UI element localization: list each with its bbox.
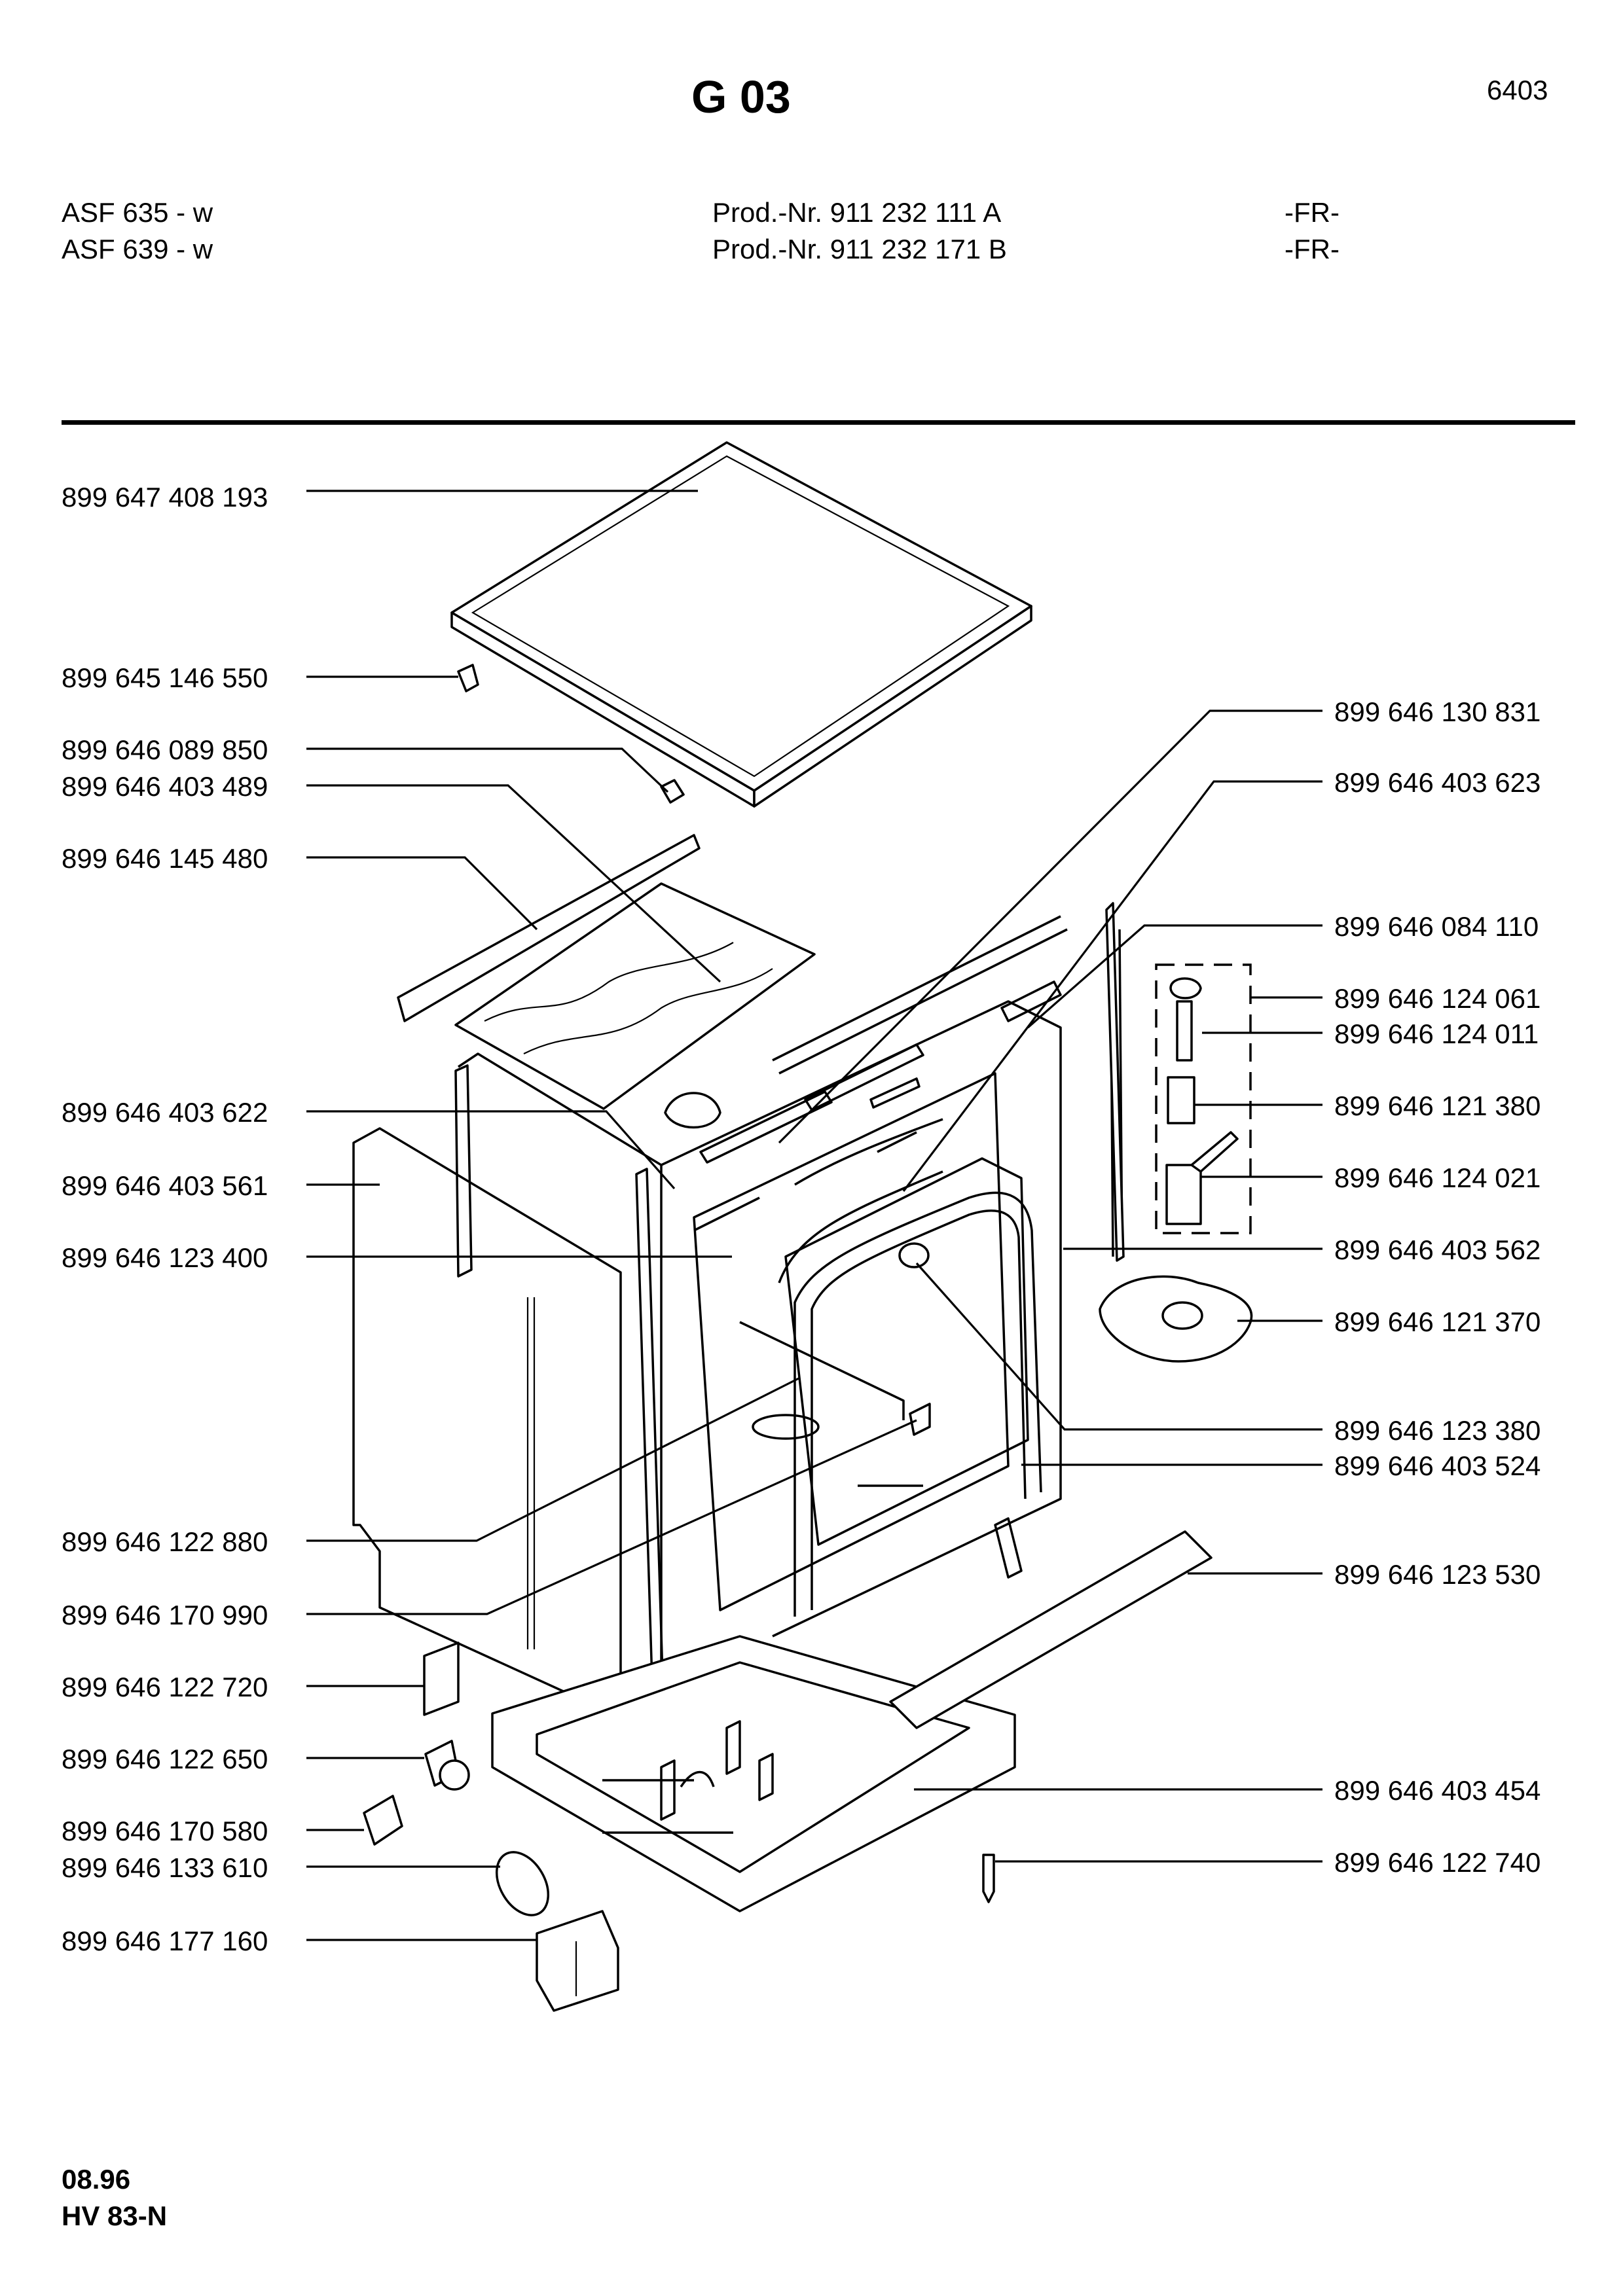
header-divider [62, 420, 1575, 425]
part-number-left-6: 899 646 403 622 [62, 1097, 268, 1128]
side-rail [889, 1530, 1213, 1729]
prod-number-1: Prod.-Nr. 911 232 111 A [712, 197, 1002, 228]
front-frame [635, 1168, 664, 1682]
footer-date: 08.96 [62, 2164, 131, 2195]
part-number-right-5: 899 646 124 011 [1334, 1018, 1539, 1049]
country-code-2: -FR- [1285, 234, 1340, 264]
drain-hose [1105, 902, 1125, 1262]
base-tray [491, 1635, 1016, 1912]
clip-small-icon [660, 779, 685, 804]
part-number-left-8: 899 646 123 400 [62, 1242, 268, 1273]
tub-body [458, 915, 1123, 1676]
country-code-1: -FR- [1285, 197, 1340, 228]
part-number-left-4: 899 646 403 489 [62, 771, 268, 802]
top-rail [397, 834, 701, 1022]
part-number-left-13: 899 646 170 580 [62, 1816, 268, 1846]
screw-icon [982, 1854, 995, 1903]
part-number-left-11: 899 646 122 720 [62, 1672, 268, 1702]
part-number-left-1: 899 647 408 193 [62, 482, 268, 512]
page-title: G 03 [691, 71, 791, 122]
part-number-right-10: 899 646 123 380 [1334, 1415, 1541, 1446]
part-number-right-11: 899 646 403 524 [1334, 1450, 1541, 1481]
part-number-right-13: 899 646 403 454 [1334, 1775, 1541, 1806]
part-number-right-3: 899 646 084 110 [1334, 911, 1539, 942]
part-number-left-14: 899 646 133 610 [62, 1852, 268, 1883]
part-number-left-3: 899 646 089 850 [62, 734, 268, 765]
footer-reference: HV 83-N [62, 2200, 168, 2231]
insulation-mat [454, 882, 816, 1110]
part-number-left-7: 899 646 403 561 [62, 1170, 268, 1201]
part-number-right-14: 899 646 122 740 [1334, 1847, 1541, 1878]
leader-lines-left [306, 490, 917, 1941]
part-number-left-12: 899 646 122 650 [62, 1744, 268, 1774]
part-number-right-4: 899 646 124 061 [1334, 983, 1541, 1014]
filter-group [1155, 963, 1252, 1234]
seal-ring [495, 1851, 550, 1916]
clip-bracket-icon [457, 664, 479, 692]
part-number-left-9: 899 646 122 880 [62, 1526, 268, 1557]
part-number-right-6: 899 646 121 380 [1334, 1090, 1541, 1121]
part-number-right-9: 899 646 121 370 [1334, 1306, 1541, 1337]
part-number-right-2: 899 646 403 623 [1334, 767, 1541, 798]
clamp-bracket [363, 1795, 403, 1846]
prod-number-2: Prod.-Nr. 911 232 171 B [712, 234, 1007, 264]
part-number-right-8: 899 646 403 562 [1334, 1234, 1541, 1265]
side-panel [352, 1127, 622, 1706]
part-number-right-7: 899 646 124 021 [1334, 1162, 1541, 1193]
model-name-1: ASF 635 - w [62, 197, 213, 228]
part-number-left-10: 899 646 170 990 [62, 1600, 268, 1630]
cap-cover [536, 1910, 619, 2012]
part-number-left-2: 899 645 146 550 [62, 662, 268, 693]
worktop-panel [450, 441, 1032, 808]
part-number-left-5: 899 646 145 480 [62, 843, 268, 874]
page-code: 6403 [1487, 75, 1548, 105]
part-number-right-12: 899 646 123 530 [1334, 1559, 1541, 1590]
model-name-2: ASF 639 - w [62, 234, 213, 264]
part-number-right-1: 899 646 130 831 [1334, 696, 1541, 727]
leader-lines-right [778, 709, 1322, 1863]
part-number-left-15: 899 646 177 160 [62, 1926, 268, 1956]
micro-filter-plate [1099, 1275, 1253, 1363]
hinge-bracket [423, 1641, 460, 1716]
